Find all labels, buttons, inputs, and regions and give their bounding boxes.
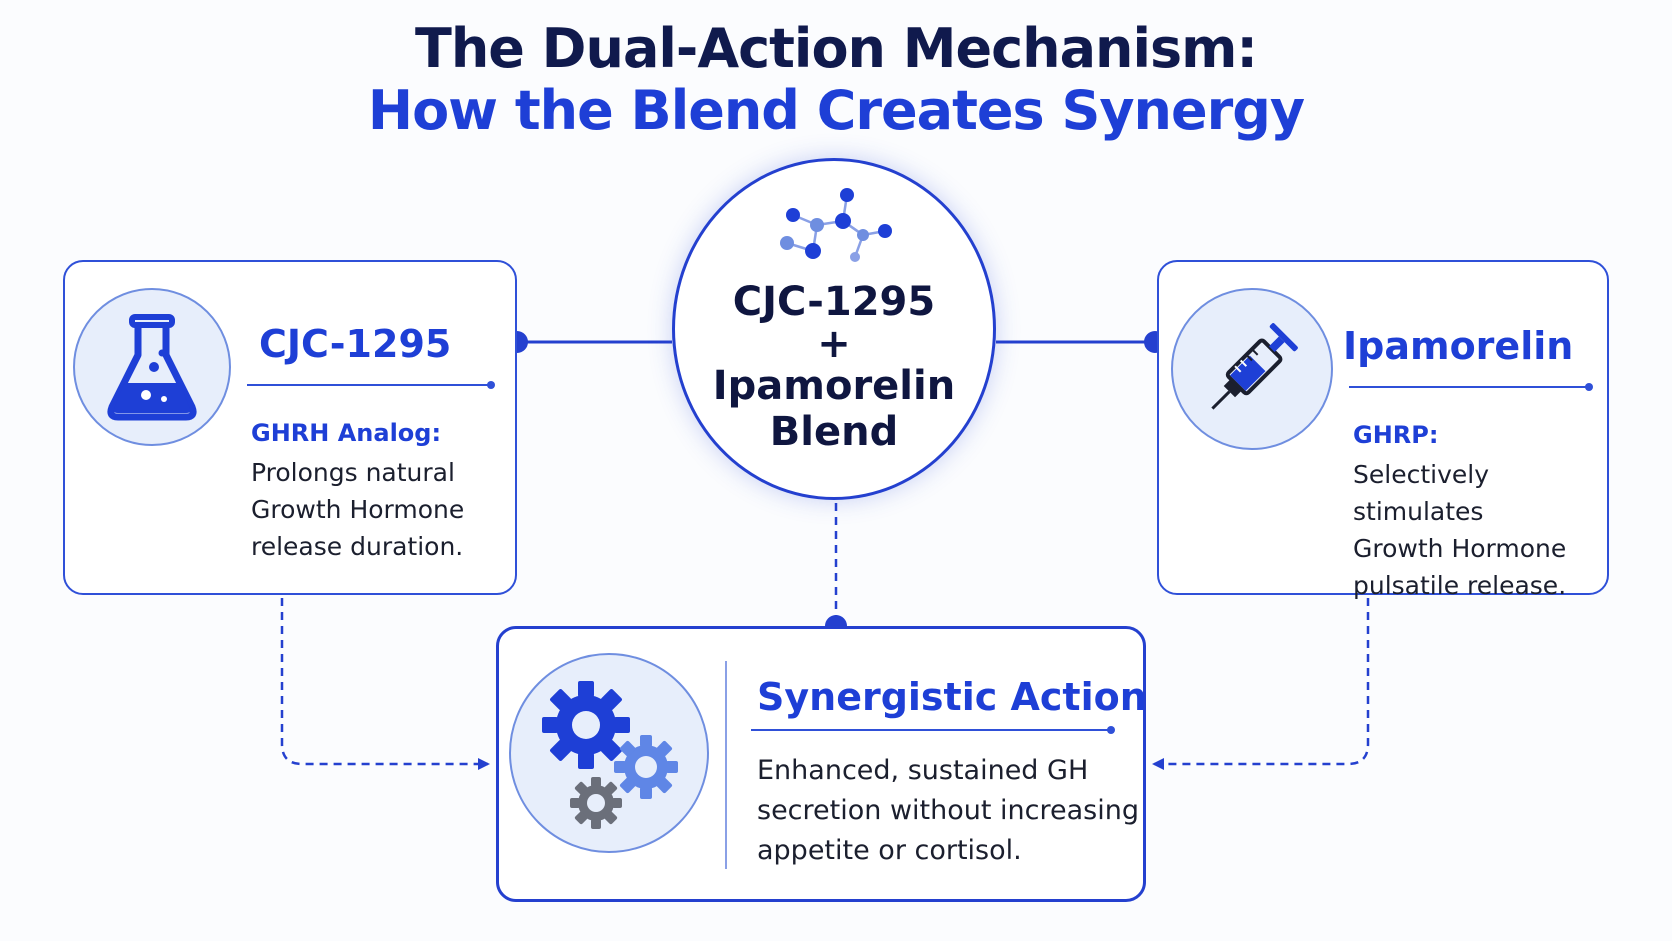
synergistic-description-line: secretion without increasing [757,795,1139,826]
ipamorelin-description-line: Growth Hormone [1353,534,1567,563]
cjc-1295-subtitle: GHRH Analog: [251,419,442,447]
synergistic-description-line: Enhanced, sustained GH [757,755,1089,786]
cjc-1295-card: CJC-1295 GHRH Analog: Prolongs natural G… [63,260,517,595]
cjc-1295-description: Prolongs natural Growth Hormone release … [251,454,464,565]
syringe-icon [1211,323,1298,410]
molecule-icon [780,188,892,262]
center-label-blend: Blend [769,409,899,455]
cjc-1295-description-line: Prolongs natural [251,458,455,487]
center-label-ipamorelin: Ipamorelin [712,363,956,409]
cjc-1295-description-line: Growth Hormone [251,495,465,524]
right-dashed-arrow [1152,598,1370,770]
ipamorelin-description-line: pulsatile release. [1353,571,1567,600]
ipamorelin-title-rule [1349,383,1593,391]
ipamorelin-card: Ipamorelin GHRP: Selectively stimulates … [1157,260,1609,600]
cjc-1295-card-title: CJC-1295 [259,322,452,366]
ipamorelin-subtitle: GHRP: [1353,421,1439,449]
card-divider [725,661,727,869]
gears-icon [542,681,678,829]
left-dashed-arrow [280,598,490,770]
ipamorelin-description-line: Selectively stimulates [1353,460,1489,526]
cjc-1295-title-rule [247,381,495,389]
title-line-2: How the Blend Creates Synergy [367,79,1305,142]
synergistic-title-rule [751,726,1115,734]
center-label-plus: + [817,321,851,367]
title-line-1: The Dual-Action Mechanism: [414,17,1258,80]
center-label-cjc: CJC-1295 [732,279,936,325]
ipamorelin-card-title: Ipamorelin [1343,324,1574,368]
diagram-title: The Dual-Action Mechanism: How the Blend… [0,18,1672,142]
synergistic-action-description: Enhanced, sustained GH secretion without… [757,751,1139,871]
blend-center-circle: CJC-1295 + Ipamorelin Blend [672,158,996,500]
flask-icon-circle [73,288,231,446]
syringe-icon-circle [1171,288,1333,450]
cjc-1295-description-line: release duration. [251,532,464,561]
synergistic-action-card: Synergistic Action Enhanced, sustained G… [496,626,1147,902]
synergistic-description-line: appetite or cortisol. [757,835,1022,866]
flask-icon [107,314,197,421]
gears-icon-circle [509,653,709,853]
synergistic-action-title: Synergistic Action [757,675,1147,719]
ipamorelin-description: Selectively stimulates Growth Hormone pu… [1353,456,1607,604]
